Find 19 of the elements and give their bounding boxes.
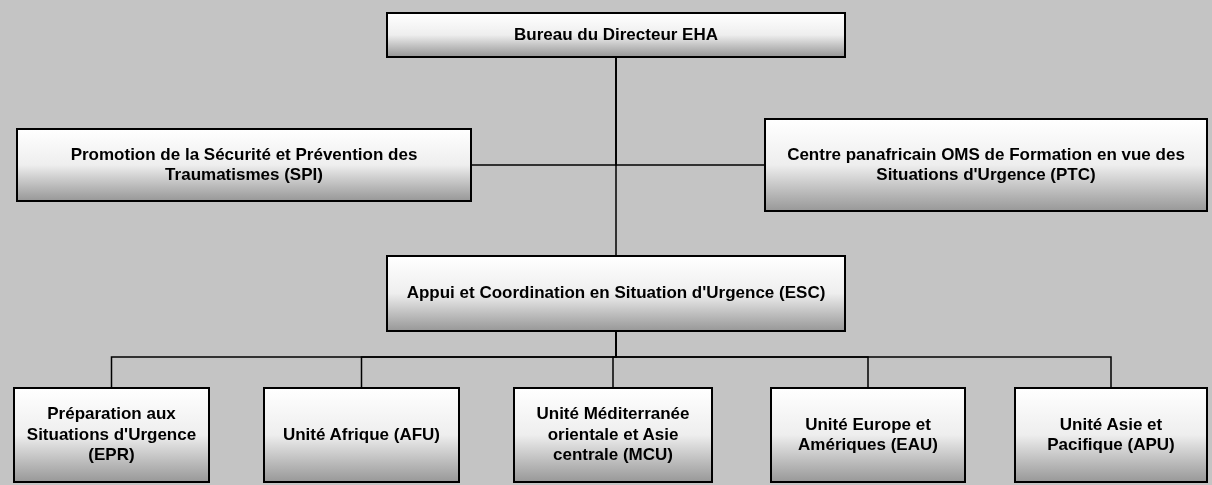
org-unit-box <box>764 118 1208 212</box>
unit-name: Préparation aux Situations d'Urgence (EPR) <box>25 404 198 466</box>
unit-name: Unité Afrique (AFU) <box>282 424 441 446</box>
unit-name: Promotion de la Sécurité et Prévention des Traumatismes (SPI) <box>69 144 419 186</box>
unit-name: Appui et Coordination en Situation d'Urgence (ESC) <box>406 283 826 304</box>
connector-line <box>615 57 617 256</box>
unit-name: Unité Europe et Amériques (EAU) <box>797 414 939 456</box>
unit-name: Bureau du Directeur EHA <box>513 24 718 46</box>
org-unit-box <box>13 387 210 483</box>
org-unit-box <box>386 12 846 58</box>
org-unit-box <box>1014 387 1208 483</box>
org-unit-box <box>770 387 966 483</box>
unit-name: Centre panafricain OMS de Formation en vue des Situations d'Urgence (PTC) <box>786 144 1186 186</box>
org-unit-box <box>16 128 472 202</box>
org-unit-box <box>263 387 460 483</box>
org-unit-box <box>513 387 713 483</box>
unit-name: Unité Méditerranée orientale et Asie centrale (MCU) <box>535 404 691 466</box>
unit-name: Unité Asie et Pacifique (APU) <box>1046 414 1176 456</box>
org-unit-box <box>386 255 846 332</box>
